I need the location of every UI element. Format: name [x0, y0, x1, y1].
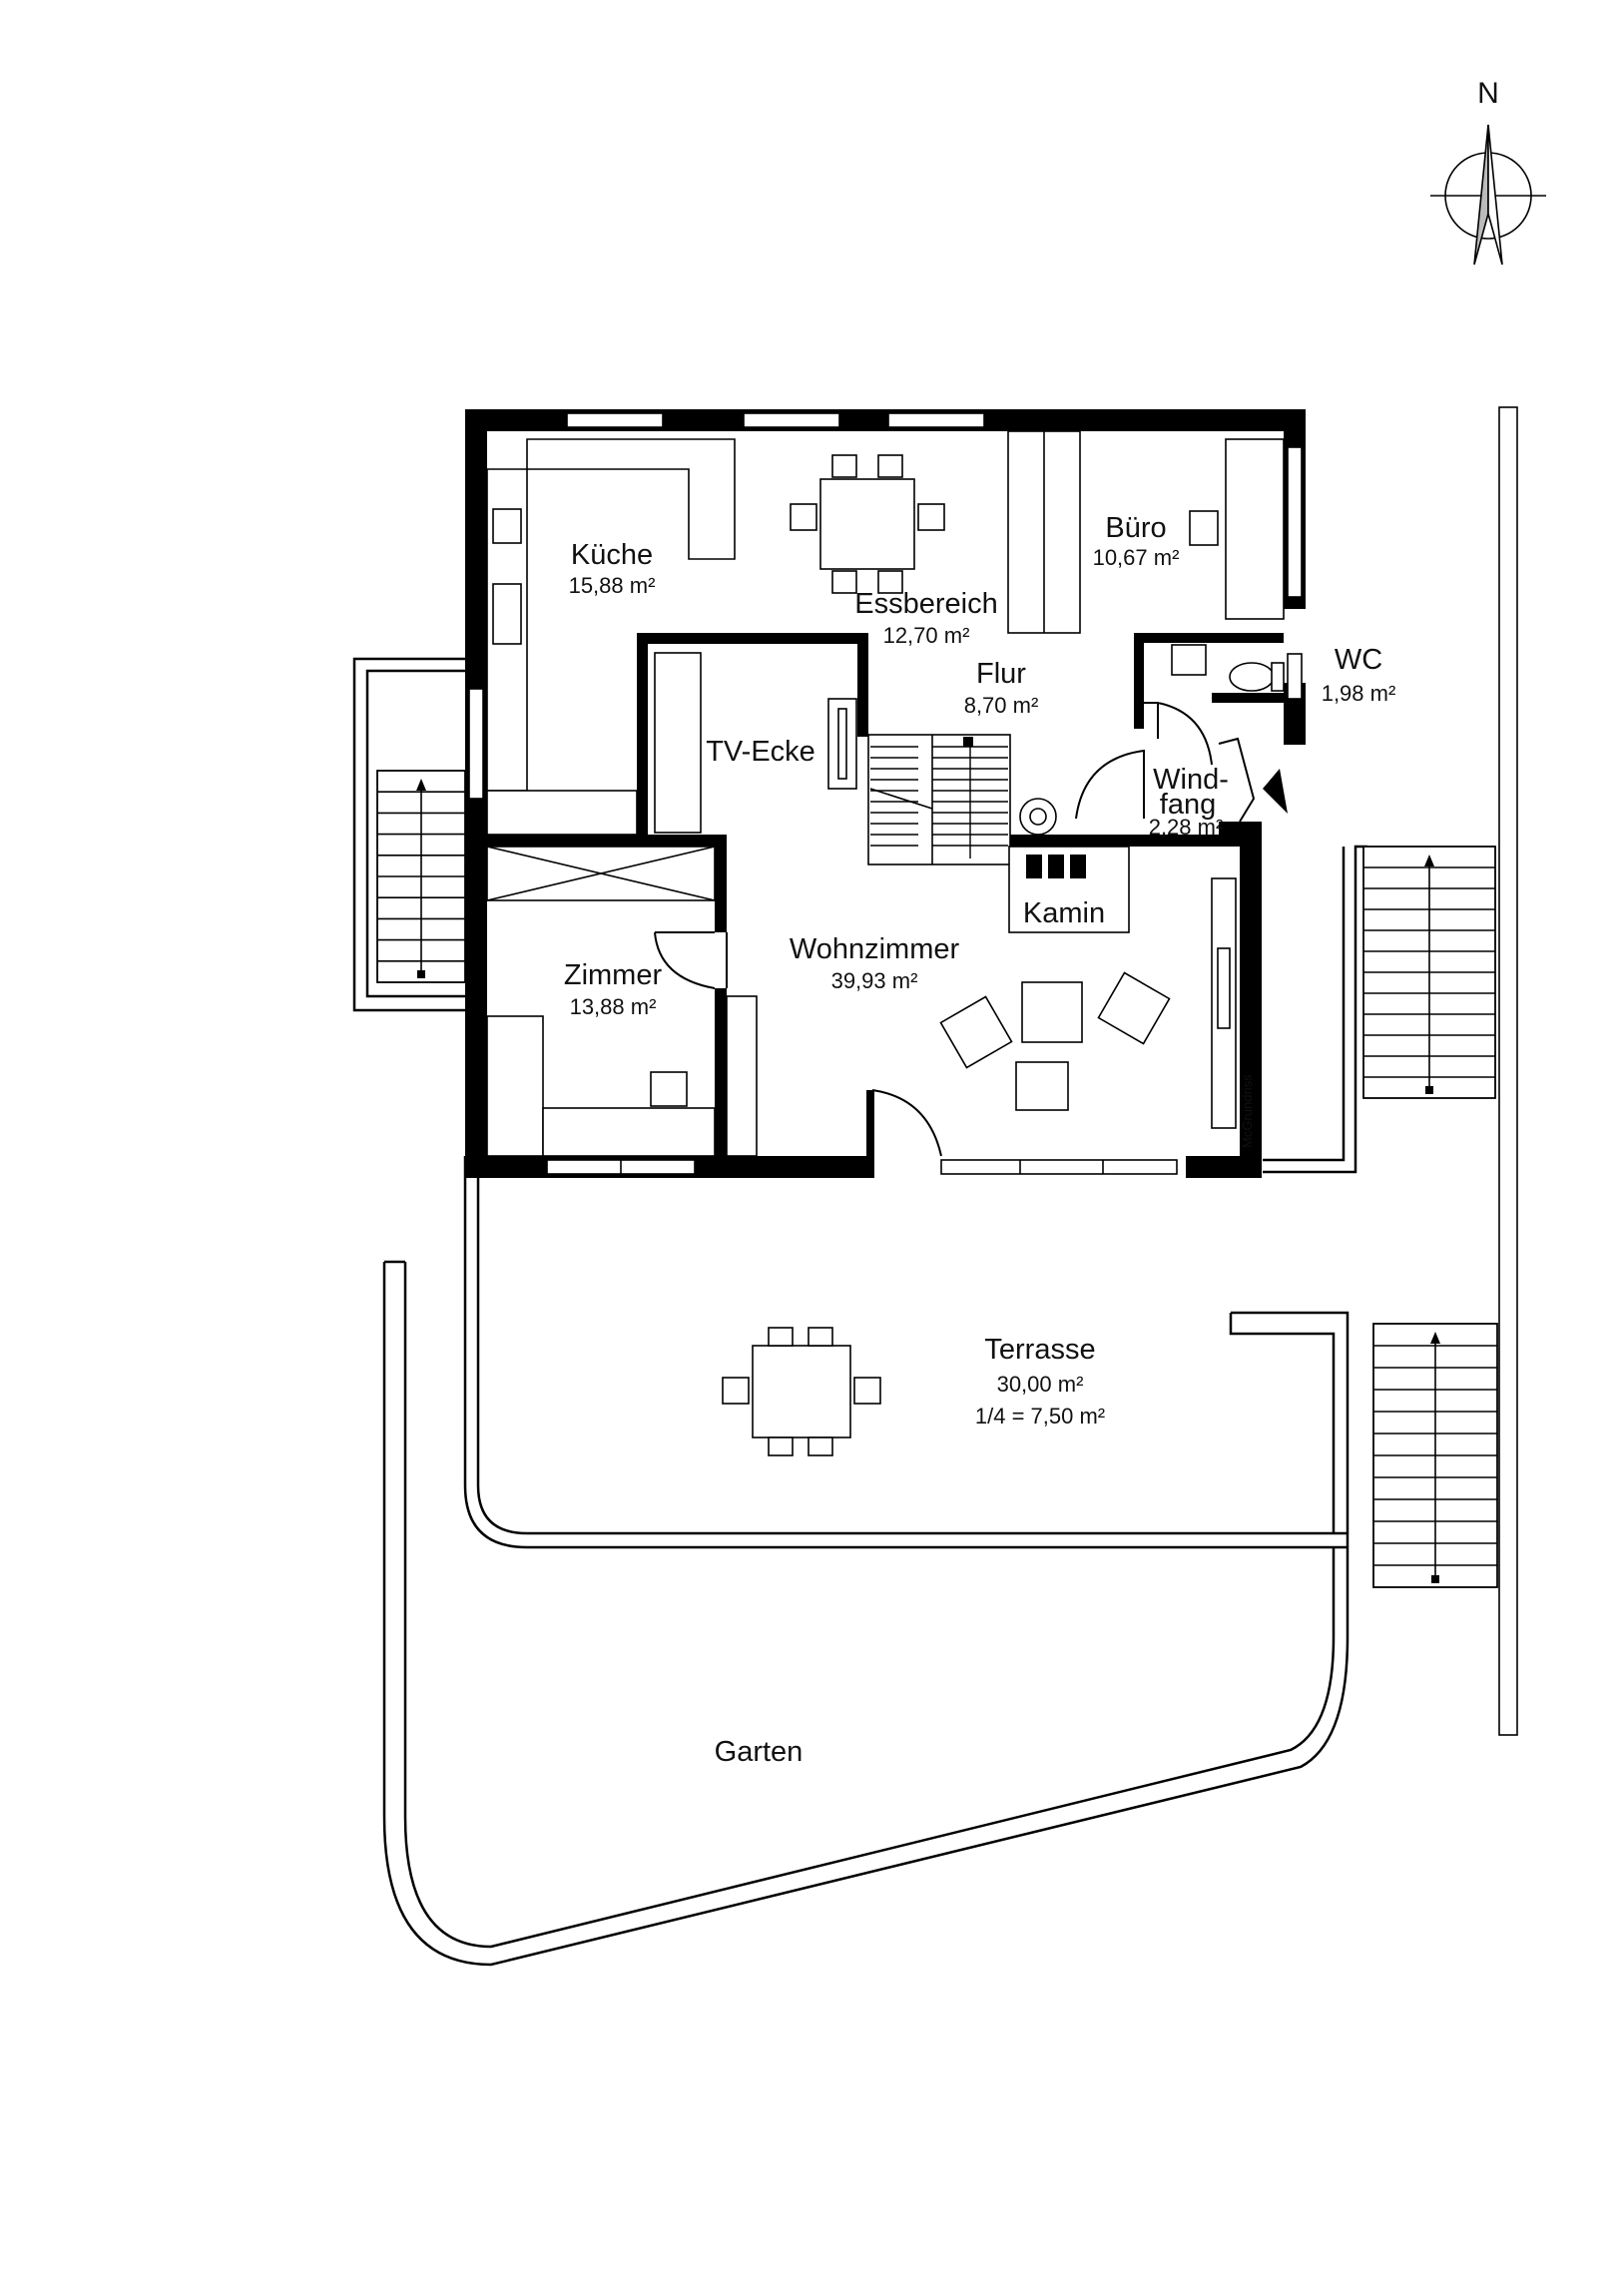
- room-area-windfang: 2,28 m²: [1149, 815, 1224, 840]
- north-compass: N: [1430, 77, 1546, 266]
- room-labels: Küche 15,88 m² Essbereich 12,70 m² Büro …: [564, 512, 1395, 1768]
- room-area-wohnzimmer: 39,93 m²: [831, 968, 918, 993]
- path-east: [1263, 845, 1367, 1174]
- watermark: McGrundriss: [1240, 1074, 1255, 1148]
- office-furniture: [1007, 430, 1285, 634]
- room-name-windfang-2: fang: [1160, 789, 1216, 821]
- room-name-zimmer: Zimmer: [564, 959, 663, 991]
- fireplace: [1008, 798, 1130, 933]
- room-area-wc: 1,98 m²: [1322, 681, 1396, 706]
- bedroom-furniture: [486, 846, 716, 1157]
- interior-stairs: [867, 734, 1011, 865]
- room-name-buero: Büro: [1105, 512, 1166, 544]
- room-area-kueche: 15,88 m²: [569, 573, 656, 598]
- stairs-west: [376, 770, 466, 983]
- dining-table: [790, 454, 945, 594]
- wc-fixtures: [1171, 644, 1285, 692]
- garden-outline: [382, 1260, 1350, 1967]
- stairs-east-lower: [1372, 1323, 1498, 1588]
- room-area-terrasse-quarter: 1/4 = 7,50 m²: [975, 1404, 1105, 1429]
- room-name-kamin: Kamin: [1023, 897, 1105, 929]
- terrace-table: [722, 1327, 881, 1456]
- room-name-flur: Flur: [976, 658, 1026, 690]
- room-name-wc: WC: [1335, 644, 1382, 676]
- room-area-flur: 8,70 m²: [964, 693, 1039, 718]
- terrace-outline: [463, 1156, 1350, 1549]
- compass-label: N: [1477, 77, 1499, 110]
- room-area-buero: 10,67 m²: [1093, 545, 1180, 570]
- room-area-essbereich: 12,70 m²: [883, 623, 970, 648]
- kitchen-counters: [486, 438, 736, 836]
- room-area-zimmer: 13,88 m²: [570, 994, 657, 1019]
- room-name-kueche: Küche: [571, 539, 653, 571]
- room-name-windfang-1: Wind-: [1153, 764, 1229, 796]
- west-balcony-railing: [352, 657, 465, 1012]
- windows: [468, 412, 1303, 1175]
- tv-corner-furniture: [654, 652, 857, 834]
- interior-walls: [487, 633, 1284, 1178]
- room-name-garten: Garten: [715, 1736, 804, 1768]
- room-name-wohnzimmer: Wohnzimmer: [790, 933, 960, 965]
- room-name-terrasse: Terrasse: [984, 1334, 1095, 1366]
- doors: [654, 702, 1288, 1157]
- room-name-essbereich: Essbereich: [854, 588, 997, 620]
- room-name-tv-ecke: TV-Ecke: [706, 736, 815, 768]
- stairs-east-upper: [1362, 846, 1496, 1099]
- room-area-terrasse: 30,00 m²: [997, 1372, 1084, 1397]
- living-room-furniture: [726, 877, 1237, 1157]
- property-wall-east: [1498, 406, 1518, 1736]
